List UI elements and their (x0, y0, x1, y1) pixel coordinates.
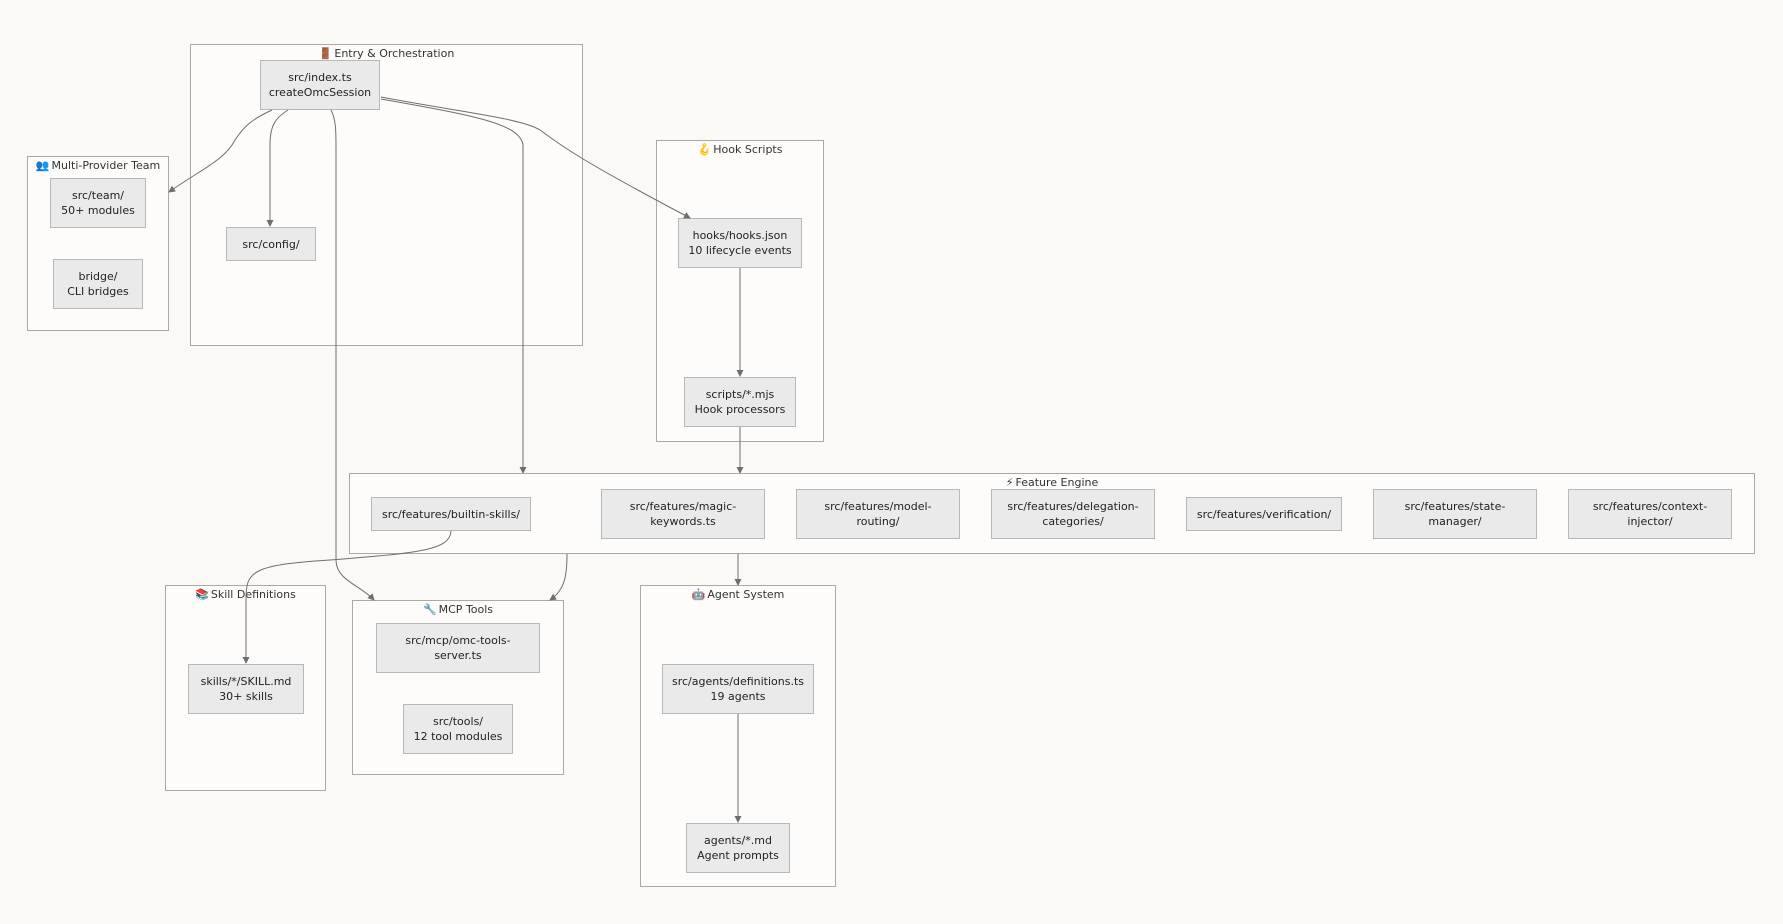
node-agent-md[interactable]: agents/*.md Agent prompts (686, 823, 790, 873)
node-agent-defs-line2: 19 agents (710, 690, 766, 703)
node-mcp-server[interactable]: src/mcp/omc-tools- server.ts (376, 623, 540, 673)
group-team-title: 👥Multi-Provider Team (28, 159, 168, 172)
node-tools[interactable]: src/tools/ 12 tool modules (403, 704, 513, 754)
node-tools-line2: 12 tool modules (413, 730, 503, 743)
node-skill-md-line1: skills/*/SKILL.md (200, 675, 292, 688)
node-bridge-line1: bridge/ (78, 270, 118, 283)
edge-index-to-team (168, 109, 273, 193)
node-team[interactable]: src/team/ 50+ modules (50, 178, 146, 228)
group-agents-title-text: Agent System (707, 588, 785, 601)
node-hooks-json[interactable]: hooks/hooks.json 10 lifecycle events (678, 218, 802, 268)
edge-index-to-mcp (330, 109, 375, 601)
node-team-line2: 50+ modules (61, 204, 135, 217)
hook-icon: 🪝 (697, 143, 712, 156)
door-icon: 🚪 (318, 47, 333, 60)
group-entry-orchestration: 🚪Entry & Orchestration (190, 44, 583, 346)
node-index-line2: createOmcSession (268, 86, 372, 99)
node-index-line1: src/index.ts (288, 71, 352, 84)
node-state-manager[interactable]: src/features/state- manager/ (1373, 489, 1537, 539)
group-mcp-title: 🔧MCP Tools (353, 603, 563, 616)
edge-index-to-hooks (380, 96, 691, 219)
node-agent-md-line2: Agent prompts (697, 849, 779, 862)
node-model-routing-line2: routing/ (856, 515, 900, 528)
group-features-title-text: Feature Engine (1015, 476, 1099, 489)
node-delegation-line2: categories/ (1042, 515, 1104, 528)
node-verification-line1: src/features/verification/ (1196, 507, 1332, 521)
people-icon: 👥 (35, 159, 50, 172)
node-builtin-skills-line1: src/features/builtin-skills/ (382, 507, 520, 521)
robot-icon: 🤖 (691, 588, 706, 601)
group-mcp-title-text: MCP Tools (438, 603, 494, 616)
group-hooks-title: 🪝Hook Scripts (657, 143, 823, 156)
node-agent-md-line1: agents/*.md (704, 834, 772, 847)
node-builtin-skills[interactable]: src/features/builtin-skills/ (371, 497, 531, 531)
node-context-injector[interactable]: src/features/context- injector/ (1568, 489, 1732, 539)
node-context-injector-line2: injector/ (1627, 515, 1673, 528)
node-scripts[interactable]: scripts/*.mjs Hook processors (684, 377, 796, 427)
node-verification[interactable]: src/features/verification/ (1186, 497, 1342, 531)
node-mcp-server-line2: server.ts (434, 649, 482, 662)
node-magic-keywords-line1: src/features/magic- (629, 500, 737, 513)
node-config-line1: src/config/ (242, 237, 300, 251)
books-icon: 📚 (195, 588, 209, 601)
group-entry-title-text: Entry & Orchestration (334, 47, 455, 60)
node-bridge-line2: CLI bridges (67, 285, 129, 298)
group-agents-title: 🤖Agent System (641, 588, 835, 601)
node-skill-md[interactable]: skills/*/SKILL.md 30+ skills (188, 664, 304, 714)
node-state-manager-line2: manager/ (1428, 515, 1482, 528)
group-skills-title: 📚Skill Definitions (166, 588, 325, 601)
group-entry-title: 🚪Entry & Orchestration (191, 47, 582, 60)
node-model-routing[interactable]: src/features/model- routing/ (796, 489, 960, 539)
node-index[interactable]: src/index.ts createOmcSession (260, 60, 380, 110)
group-team-title-text: Multi-Provider Team (51, 159, 161, 172)
node-state-manager-line1: src/features/state- (1404, 500, 1506, 513)
lightning-icon: ⚡ (1005, 476, 1014, 489)
node-team-line1: src/team/ (71, 189, 124, 202)
node-scripts-line2: Hook processors (694, 403, 786, 416)
group-skills-title-text: Skill Definitions (210, 588, 296, 601)
node-hooks-json-line1: hooks/hooks.json (692, 229, 788, 242)
node-mcp-server-line1: src/mcp/omc-tools- (405, 634, 511, 647)
wrench-icon: 🔧 (422, 603, 437, 616)
node-tools-line1: src/tools/ (432, 715, 484, 728)
node-agent-defs[interactable]: src/agents/definitions.ts 19 agents (662, 664, 814, 714)
node-bridge[interactable]: bridge/ CLI bridges (53, 259, 143, 309)
node-scripts-line1: scripts/*.mjs (705, 388, 775, 401)
node-agent-defs-line1: src/agents/definitions.ts (671, 675, 805, 688)
edge-builtin-to-skillmd (242, 530, 452, 664)
node-context-injector-line1: src/features/context- (1592, 500, 1708, 513)
group-features-title: ⚡Feature Engine (350, 476, 1754, 489)
edge-index-to-config (266, 109, 289, 227)
group-hooks-title-text: Hook Scripts (713, 143, 783, 156)
node-delegation[interactable]: src/features/delegation- categories/ (991, 489, 1155, 539)
node-model-routing-line1: src/features/model- (824, 500, 932, 513)
edge-index-to-features (380, 98, 527, 474)
edge-features-to-mcp (549, 553, 568, 601)
node-config[interactable]: src/config/ (226, 227, 316, 261)
node-hooks-json-line2: 10 lifecycle events (688, 244, 792, 257)
node-delegation-line1: src/features/delegation- (1007, 500, 1139, 513)
node-skill-md-line2: 30+ skills (219, 690, 273, 703)
node-magic-keywords[interactable]: src/features/magic- keywords.ts (601, 489, 765, 539)
node-magic-keywords-line2: keywords.ts (650, 515, 716, 528)
